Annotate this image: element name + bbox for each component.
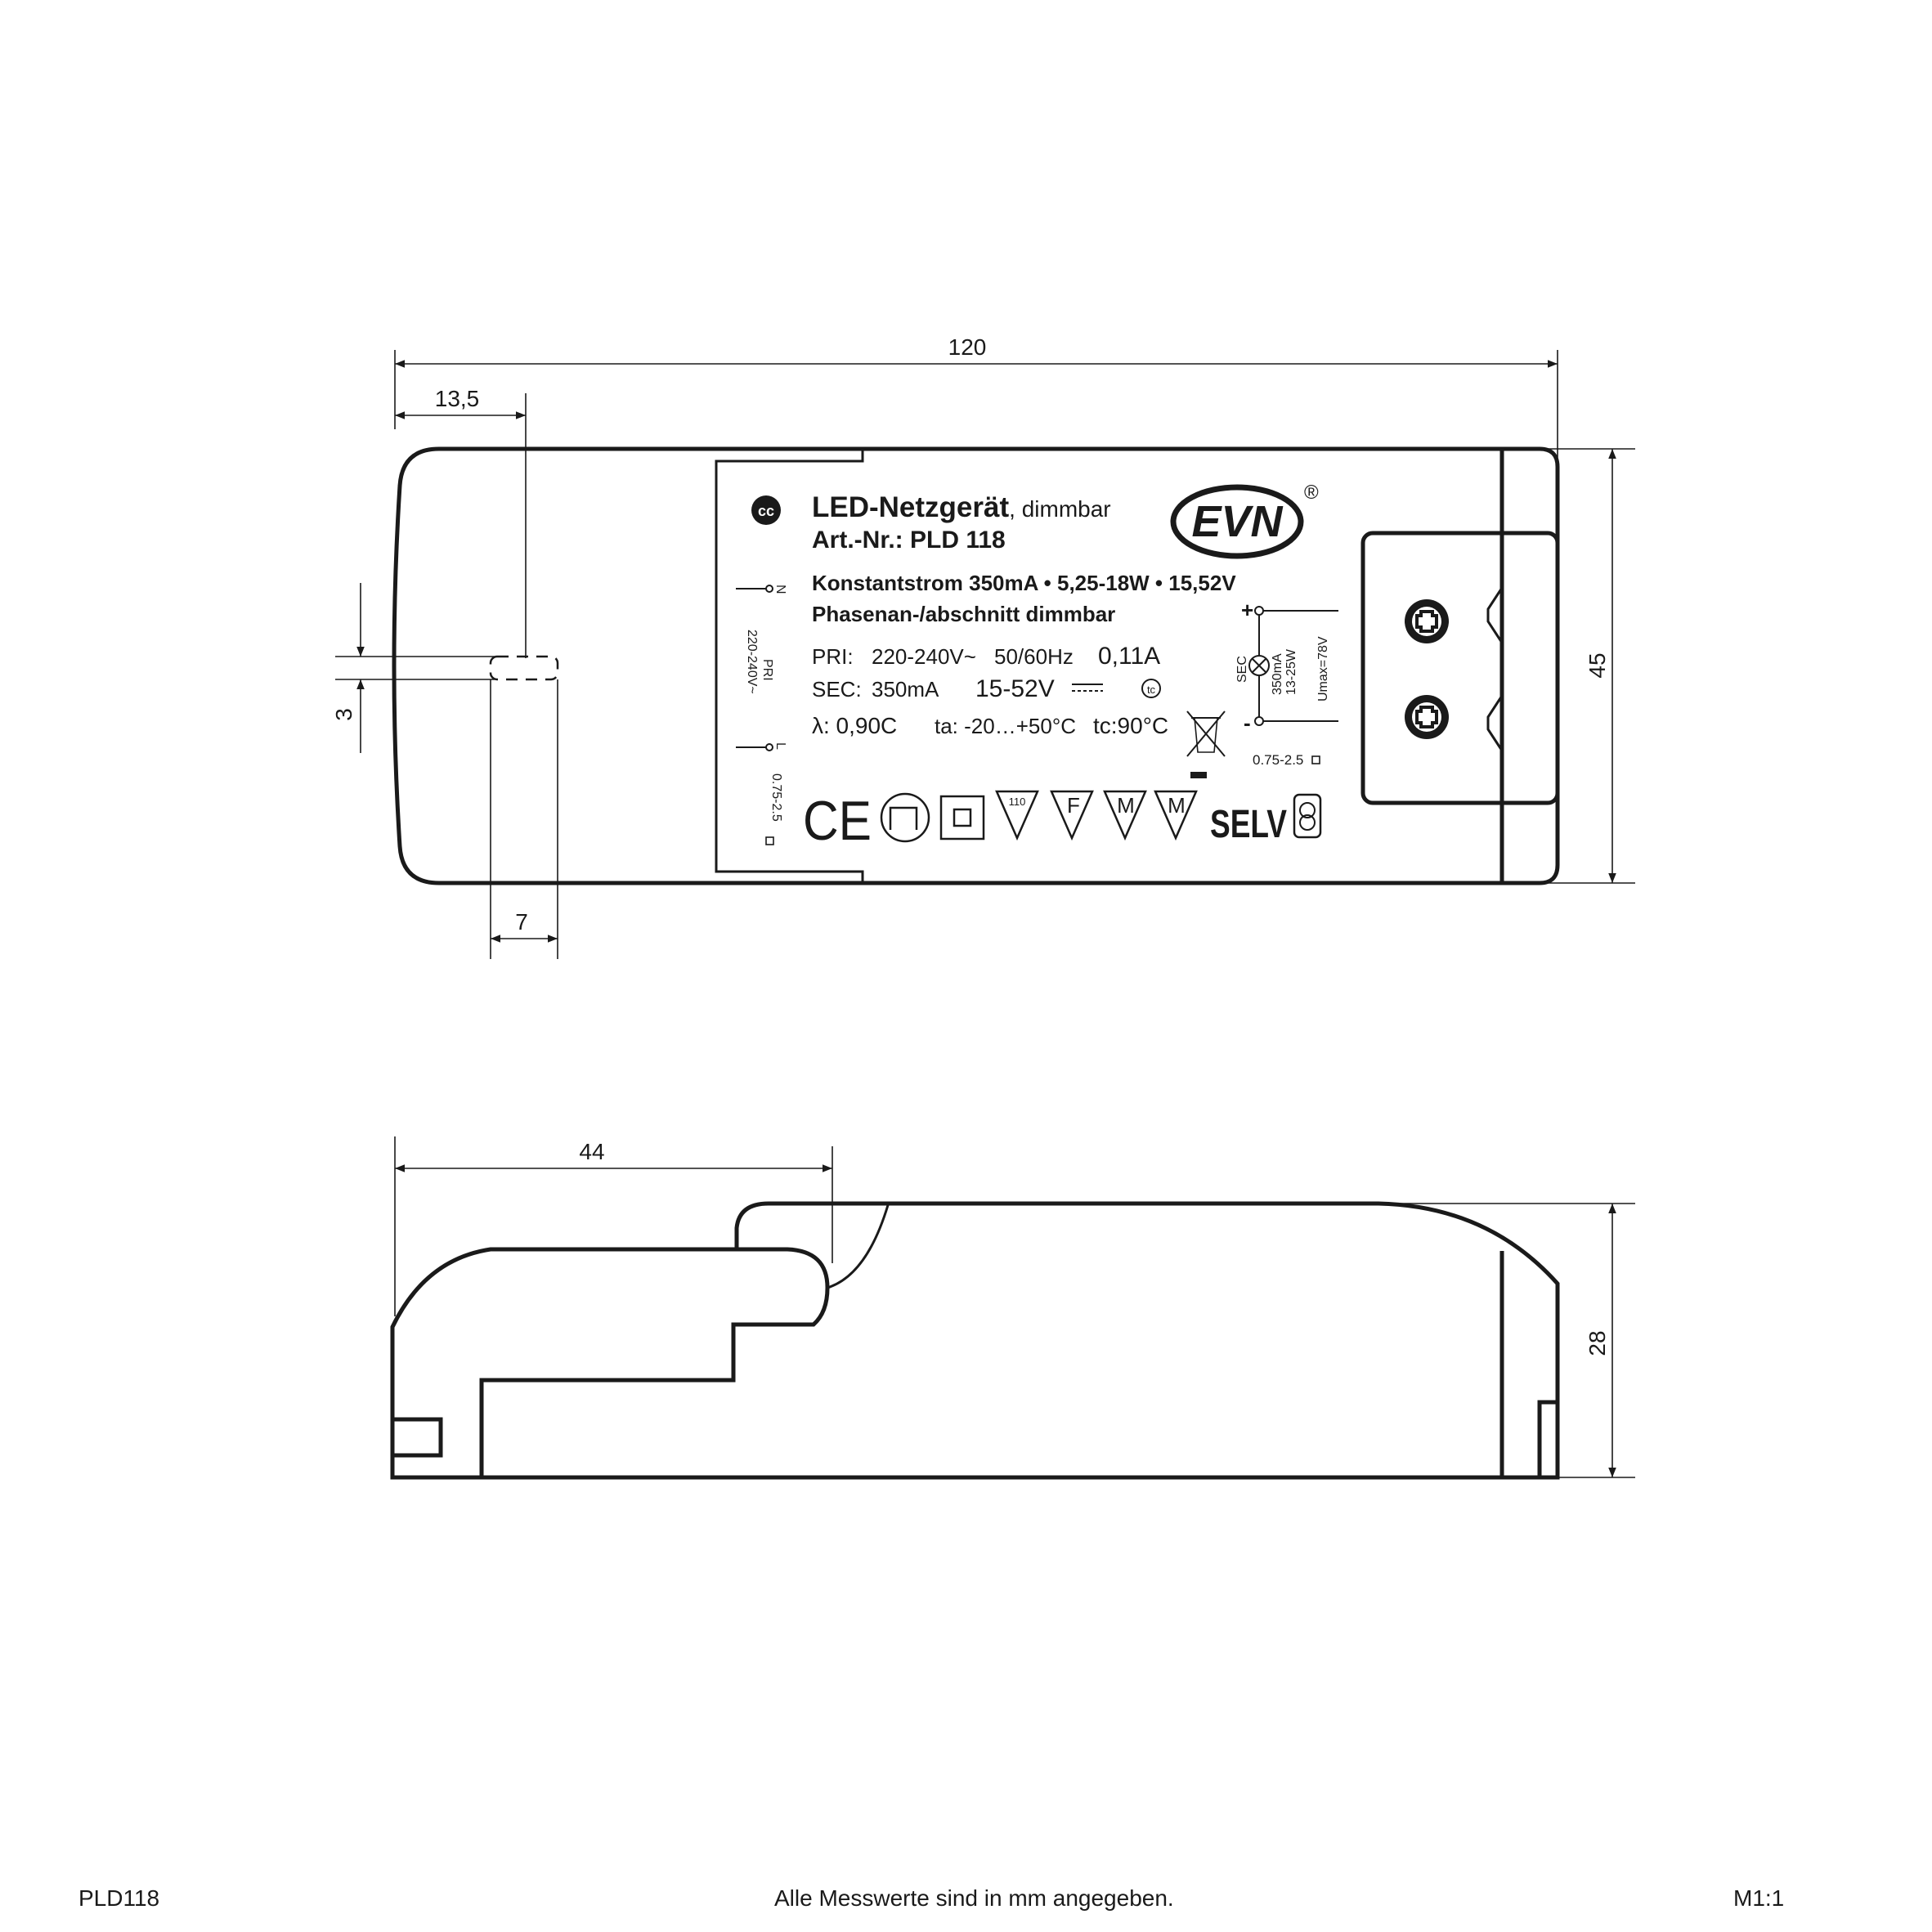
footer-model: PLD118 [78, 1885, 160, 1911]
dim-slot-width: 7 [515, 909, 528, 935]
footer-scale: M1:1 [1733, 1885, 1785, 1911]
screw-lower [1405, 695, 1449, 739]
pri-voltage: 220-240V~ [872, 644, 976, 669]
output-terminal-diagram: + - SEC 350mA 13-25W Umax=78V 0.75-2.5 [1235, 598, 1338, 768]
m-mark-icon [1103, 790, 1147, 841]
mm-mark-icon [1154, 790, 1198, 841]
label-article: Art.-Nr.: PLD 118 [812, 527, 1006, 554]
input-terminal-diagram: N L PRI 220-240V~ 0.75-2.5 [736, 585, 787, 845]
output-terminal-block [1360, 531, 1560, 805]
output-power: 13-25W [1284, 648, 1298, 695]
side-clip [1537, 1400, 1558, 1477]
dim-height: 28 [1585, 1330, 1610, 1356]
svg-text:SEC: 350mA 15-52V: SEC: 350mA 15-52V [812, 675, 1055, 702]
output-umax: Umax=78V [1316, 636, 1330, 702]
sec-current: 350mA [872, 677, 939, 702]
dc-symbol [1072, 684, 1103, 692]
output-current: 350mA [1271, 653, 1284, 695]
ce-mark: CE [803, 790, 872, 852]
top-view [392, 446, 1560, 885]
svg-text:LED-Netzgerät, dimmbar: LED-Netzgerät, dimmbar [812, 491, 1111, 523]
mark-110: 110 [1009, 796, 1026, 808]
label-spec-line: Konstantstrom 350mA • 5,25-18W • 15,52V [812, 571, 1236, 595]
label-frame [715, 449, 864, 883]
side-view-dimensions: 44 28 [394, 1136, 1635, 1478]
cc-mark-icon [751, 495, 781, 525]
mark-m: M [1117, 793, 1135, 818]
mark-f: F [1067, 793, 1080, 818]
label-dimming: Phasenan-/abschnitt dimmbar [812, 602, 1115, 626]
pri-frequency: 50/60Hz [994, 644, 1074, 669]
output-plus: + [1241, 598, 1253, 622]
side-view [390, 1201, 1560, 1480]
pri-label: PRI: [812, 644, 854, 669]
terminal-notch-lower [1486, 695, 1504, 751]
pri-current: 0,11A [1098, 643, 1160, 670]
tc-mark: tc [1147, 684, 1156, 696]
enec-mark-icon [880, 792, 930, 843]
dim-side-offset: 44 [579, 1139, 604, 1164]
terminal-n: N [773, 585, 787, 594]
selv-mark: SELV [1210, 803, 1287, 846]
terminal-pri-wire: 0.75-2.5 [769, 773, 783, 822]
terminal-pri-voltage: 220-240V~ [745, 630, 759, 694]
svg-text:PRI: 220-240V~ 50/: PRI: 220-240V~ 50/60Hz 0,11A [812, 643, 1160, 670]
f-mark-icon [1050, 790, 1094, 841]
mounting-slot [489, 655, 559, 681]
transformer-icon [1293, 793, 1322, 839]
cc-mark: cc [758, 503, 774, 519]
housing-outline-side [390, 1247, 830, 1480]
output-minus: - [1244, 710, 1251, 735]
label-title: LED-Netzgerät [812, 491, 1009, 523]
output-sec: SEC [1235, 656, 1249, 683]
tc-mark-icon [1141, 679, 1161, 698]
dim-width: 45 [1585, 652, 1610, 678]
temp-110-icon [995, 790, 1039, 841]
terminal-notch-upper [1486, 587, 1504, 643]
label-title-suffix: , dimmbar [1009, 496, 1110, 522]
weee-bin-icon [1186, 710, 1226, 778]
footer-note: Alle Messwerte sind in mm angegeben. [774, 1885, 1174, 1911]
top-view-dimensions: 120 13,5 45 3 7 [331, 334, 1635, 959]
certification-marks: CE 110 F M M SELV [803, 790, 1322, 852]
evn-logo: EVN ® [1170, 482, 1319, 559]
class-ii-icon [939, 795, 985, 840]
svg-text:λ: 0,90C ta: -20…+50°C: λ: 0,90C ta: -20…+50°C tc:90°C [812, 713, 1168, 738]
side-tab [390, 1417, 443, 1458]
dim-offset: 13,5 [435, 386, 480, 411]
output-wire: 0.75-2.5 [1253, 752, 1303, 768]
ambient-temp: ta: -20…+50°C [935, 714, 1076, 738]
lamp-icon [1248, 655, 1270, 676]
screw-upper [1405, 599, 1449, 643]
dim-length: 120 [948, 334, 987, 360]
terminal-pri: PRI [760, 659, 774, 681]
registered-mark: ® [1304, 482, 1319, 504]
product-label: cc LED-Netzgerät, dimmbar Art.-Nr.: PLD … [736, 482, 1338, 852]
dim-slot-height: 3 [331, 708, 356, 721]
power-factor: λ: 0,90C [812, 713, 897, 738]
sec-voltage: 15-52V [975, 675, 1055, 702]
sec-label: SEC: [812, 677, 862, 702]
terminal-l: L [773, 742, 787, 750]
mark-mm: M [1168, 793, 1186, 818]
brand-name: EVN [1191, 497, 1283, 546]
case-temp: tc:90°C [1093, 713, 1168, 738]
